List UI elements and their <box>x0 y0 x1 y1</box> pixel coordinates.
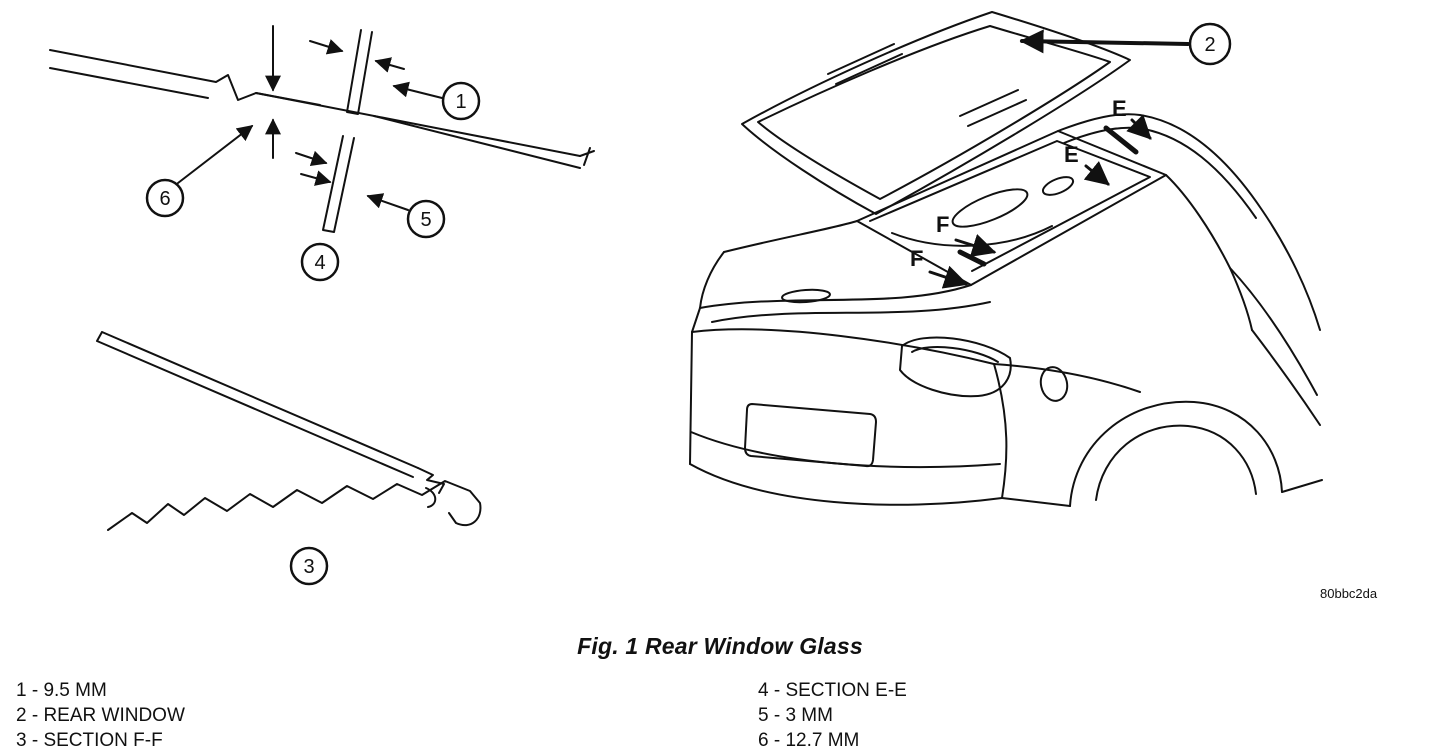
legend-item-2: 2 - REAR WINDOW <box>16 705 185 726</box>
callout-5-circle <box>408 201 444 237</box>
glass-strip-lower <box>323 136 354 232</box>
callout-1-number: 1 <box>455 91 466 113</box>
legend-item-3: 3 - SECTION F-F <box>16 730 163 751</box>
section-ee-detail-drawing: 1 6 5 4 <box>20 6 620 306</box>
roof-panel-lower-line <box>256 93 580 168</box>
callout-5-number: 5 <box>420 209 431 231</box>
callout-6-circle <box>147 180 183 216</box>
callout-2-circle <box>1190 24 1230 64</box>
roof-and-pillars <box>1058 114 1320 425</box>
taillight <box>900 337 1011 396</box>
section-e-label-upper: E <box>1112 96 1127 121</box>
callout-2-number: 2 <box>1204 34 1215 56</box>
fuel-door <box>1038 365 1071 404</box>
section-ee-markers <box>1083 114 1152 186</box>
callout-5-arrow <box>366 193 408 210</box>
legend-item-4: 4 - SECTION E-E <box>758 680 907 701</box>
retaining-clip <box>418 468 444 507</box>
callout-6-number: 6 <box>159 188 170 210</box>
measure-arrow-top-right <box>374 57 404 73</box>
section-ff-detail-drawing: 3 <box>84 316 564 616</box>
legend-column-left: 1 - 9.5 MM 2 - REAR WINDOW 3 - SECTION F… <box>16 678 185 753</box>
license-plate-recess <box>745 404 876 466</box>
callout-1-arrow <box>392 81 442 98</box>
quarter-panel <box>994 364 1322 506</box>
legend-item-5: 5 - 3 MM <box>758 705 833 726</box>
glass-reflection-lines <box>828 44 1026 126</box>
glass-strip-upper <box>347 30 372 114</box>
legend-item-1: 1 - 9.5 MM <box>16 680 107 701</box>
measure-arrow-low-1 <box>296 150 328 167</box>
rear-bumper <box>690 308 1006 505</box>
window-opening <box>857 131 1166 285</box>
section-e-label-lower: E <box>1064 142 1079 167</box>
roof-panel-end-tick <box>580 148 594 165</box>
section-f-label-upper: F <box>936 212 949 237</box>
rear-window-glass <box>742 12 1130 214</box>
legend-column-right: 4 - SECTION E-E 5 - 3 MM 6 - 12.7 MM <box>758 678 907 753</box>
measure-arrow-top-left <box>310 39 344 55</box>
roof-panel-inner-line <box>50 68 208 98</box>
section-ff-markers <box>930 234 997 289</box>
callout-4-number: 4 <box>314 252 325 274</box>
trunk-lid <box>700 221 990 322</box>
car-illustration: 2 E E F F <box>660 0 1340 620</box>
roof-panel-outer-line <box>50 50 580 156</box>
figure-caption: Fig. 1 Rear Window Glass <box>577 633 863 659</box>
callout-4-circle <box>302 244 338 280</box>
callout-1-circle <box>443 83 479 119</box>
callout-3-circle <box>291 548 327 584</box>
glass-strip <box>97 332 418 477</box>
trunk-emblem <box>782 288 831 303</box>
legend-item-6: 6 - 12.7 MM <box>758 730 860 751</box>
callout-3-number: 3 <box>303 556 314 578</box>
image-code: 80bbc2da <box>1320 586 1378 601</box>
callout-6-arrow <box>178 126 254 183</box>
panel-flange-line <box>108 481 480 530</box>
callout-2-arrow <box>1019 29 1188 54</box>
measure-arrow-low-2 <box>301 170 332 186</box>
section-f-label-lower: F <box>910 246 923 271</box>
